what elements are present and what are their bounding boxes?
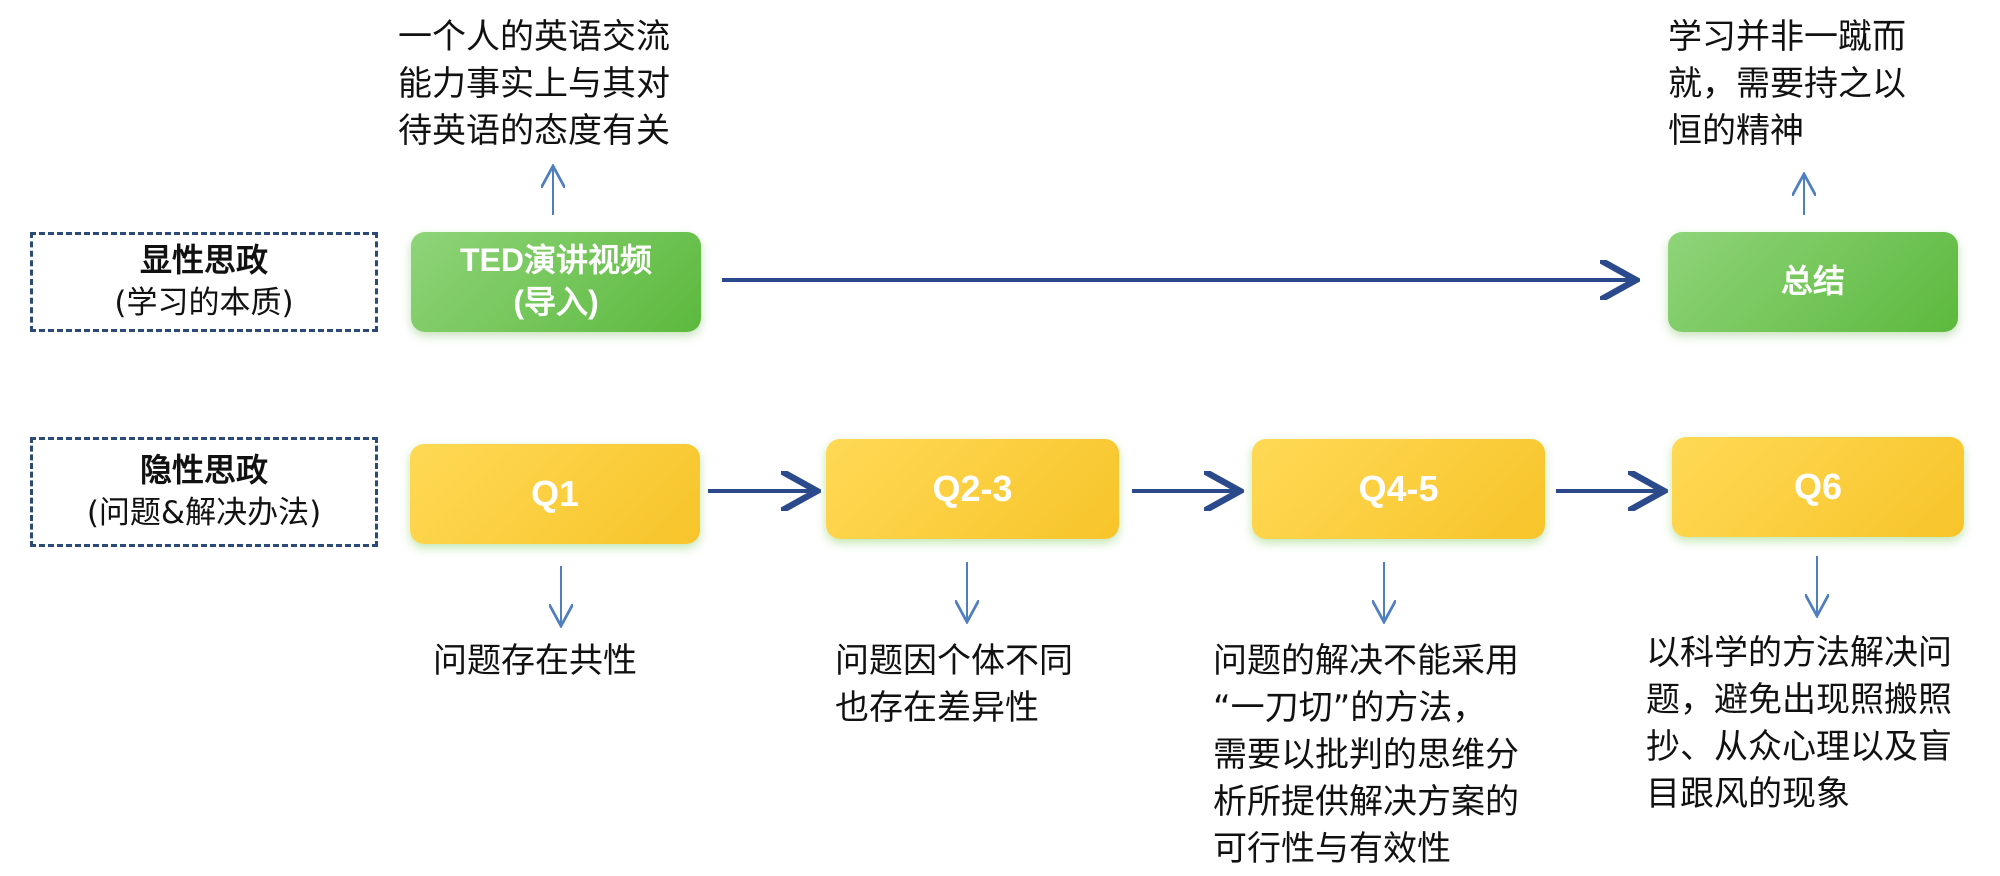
note-line: 问题因个体不同 (835, 641, 1073, 681)
note-line: 题，避免出现照搬照 (1646, 679, 1952, 720)
note-line: 抄、从众心理以及盲 (1646, 726, 1952, 767)
note-line: 目跟风的现象 (1646, 773, 1850, 814)
summary-box-label: 总结 (1780, 263, 1845, 300)
note-summary: 学习并非一蹴而 就，需要持之以 恒的精神 (1668, 14, 1906, 155)
note-line: 以科学的方法解决问 (1646, 633, 1952, 673)
note-line: 问题存在共性 (433, 641, 637, 681)
note-line: 一个人的英语交流 (398, 17, 670, 57)
note-line: 需要以批判的思维分 (1213, 734, 1519, 775)
q1-box: Q1 (410, 444, 700, 544)
ted-box-line2: (导入) (513, 284, 599, 320)
row-title-implicit: 隐性思政 (139, 451, 268, 490)
note-q1: 问题存在共性 (433, 638, 637, 685)
note-line: 能力事实上与其对 (398, 63, 670, 104)
note-line: 可行性与有效性 (1213, 828, 1451, 869)
note-q45: 问题的解决不能采用 “一刀切”的方法， 需要以批判的思维分 析所提供解决方案的 … (1213, 638, 1519, 873)
row-label-implicit: 隐性思政 (问题&解决办法) (30, 437, 378, 547)
row-title-explicit: 显性思政 (139, 241, 268, 280)
q23-box: Q2-3 (826, 439, 1119, 539)
row-subtitle-explicit: (学习的本质) (114, 284, 294, 321)
row-subtitle-implicit: (问题&解决办法) (86, 494, 322, 531)
q6-box-label: Q6 (1793, 465, 1843, 507)
q1-box-label: Q1 (530, 472, 580, 514)
summary-box: 总结 (1668, 232, 1958, 332)
note-ted: 一个人的英语交流 能力事实上与其对 待英语的态度有关 (398, 14, 670, 155)
note-line: 析所提供解决方案的 (1213, 781, 1519, 822)
q45-box-label: Q4-5 (1358, 467, 1439, 509)
note-line: 就，需要持之以 (1668, 63, 1906, 104)
note-line: “一刀切”的方法， (1213, 687, 1487, 728)
row-label-explicit: 显性思政 (学习的本质) (30, 232, 378, 332)
note-line: 也存在差异性 (835, 687, 1039, 728)
ted-box-line1: TED演讲视频 (459, 242, 652, 279)
note-q6: 以科学的方法解决问 题，避免出现照搬照 抄、从众心理以及盲 目跟风的现象 (1646, 630, 1952, 818)
q45-box: Q4-5 (1252, 439, 1545, 539)
q6-box: Q6 (1672, 437, 1964, 537)
note-line: 恒的精神 (1668, 110, 1804, 151)
note-line: 待英语的态度有关 (398, 110, 670, 151)
q23-box-label: Q2-3 (932, 467, 1013, 509)
note-q23: 问题因个体不同 也存在差异性 (835, 638, 1073, 732)
note-line: 问题的解决不能采用 (1213, 641, 1519, 681)
ted-box: TED演讲视频 (导入) (411, 232, 701, 332)
note-line: 学习并非一蹴而 (1668, 17, 1906, 57)
